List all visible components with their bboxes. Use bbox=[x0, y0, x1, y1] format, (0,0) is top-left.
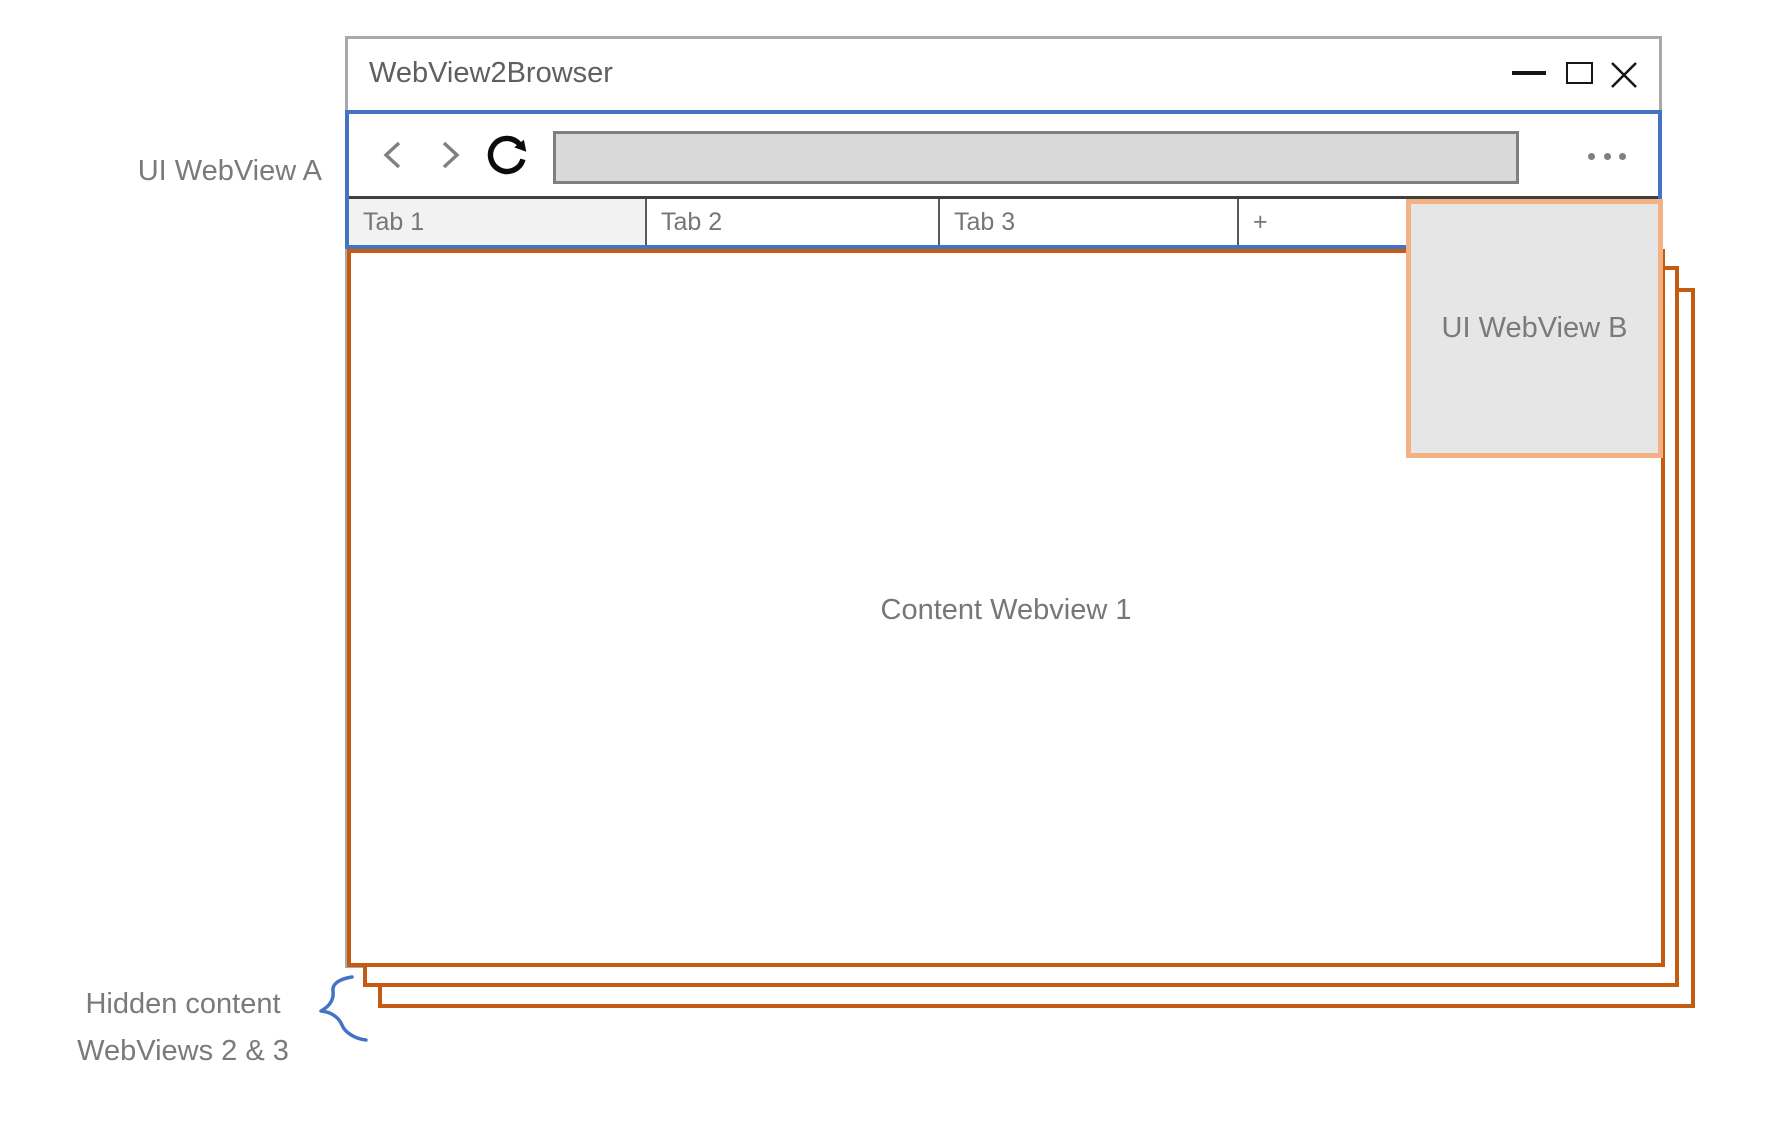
back-button[interactable] bbox=[380, 139, 406, 171]
maximize-icon[interactable] bbox=[1566, 62, 1593, 84]
brace-annotation bbox=[319, 975, 368, 1042]
minimize-icon[interactable] bbox=[1512, 71, 1546, 75]
chevron-right-icon bbox=[442, 141, 460, 169]
content-webview-1 bbox=[347, 249, 1665, 967]
ui-webview-b-label: UI WebView B bbox=[1441, 312, 1628, 344]
hidden-webviews-label-line2: WebViews 2 & 3 bbox=[77, 1035, 289, 1067]
chevron-left-icon bbox=[383, 141, 401, 169]
tab-bar: Tab 1 Tab 2 Tab 3 + bbox=[349, 196, 1658, 245]
tab-2[interactable]: Tab 2 bbox=[645, 199, 938, 245]
content-webview-1-label: Content Webview 1 bbox=[880, 594, 1132, 626]
address-bar[interactable] bbox=[553, 131, 1519, 184]
close-icon[interactable] bbox=[1609, 59, 1639, 89]
overflow-menu-button[interactable] bbox=[1586, 148, 1628, 164]
window-title: WebView2Browser bbox=[369, 57, 613, 89]
ui-webview-b-region: UI WebView B bbox=[1406, 199, 1663, 458]
forward-button[interactable] bbox=[437, 139, 463, 171]
ui-webview-a-region: Tab 1 Tab 2 Tab 3 + bbox=[345, 110, 1662, 249]
refresh-button[interactable] bbox=[483, 130, 531, 178]
hidden-webviews-label: Hidden content WebViews 2 & 3 bbox=[60, 981, 306, 1075]
hidden-webviews-label-line1: Hidden content bbox=[85, 988, 281, 1020]
tab-1[interactable]: Tab 1 bbox=[349, 199, 645, 245]
refresh-icon bbox=[487, 135, 527, 175]
ellipsis-icon bbox=[1588, 152, 1595, 160]
ui-webview-a-label: UI WebView A bbox=[137, 155, 322, 187]
tab-3[interactable]: Tab 3 bbox=[938, 199, 1237, 245]
